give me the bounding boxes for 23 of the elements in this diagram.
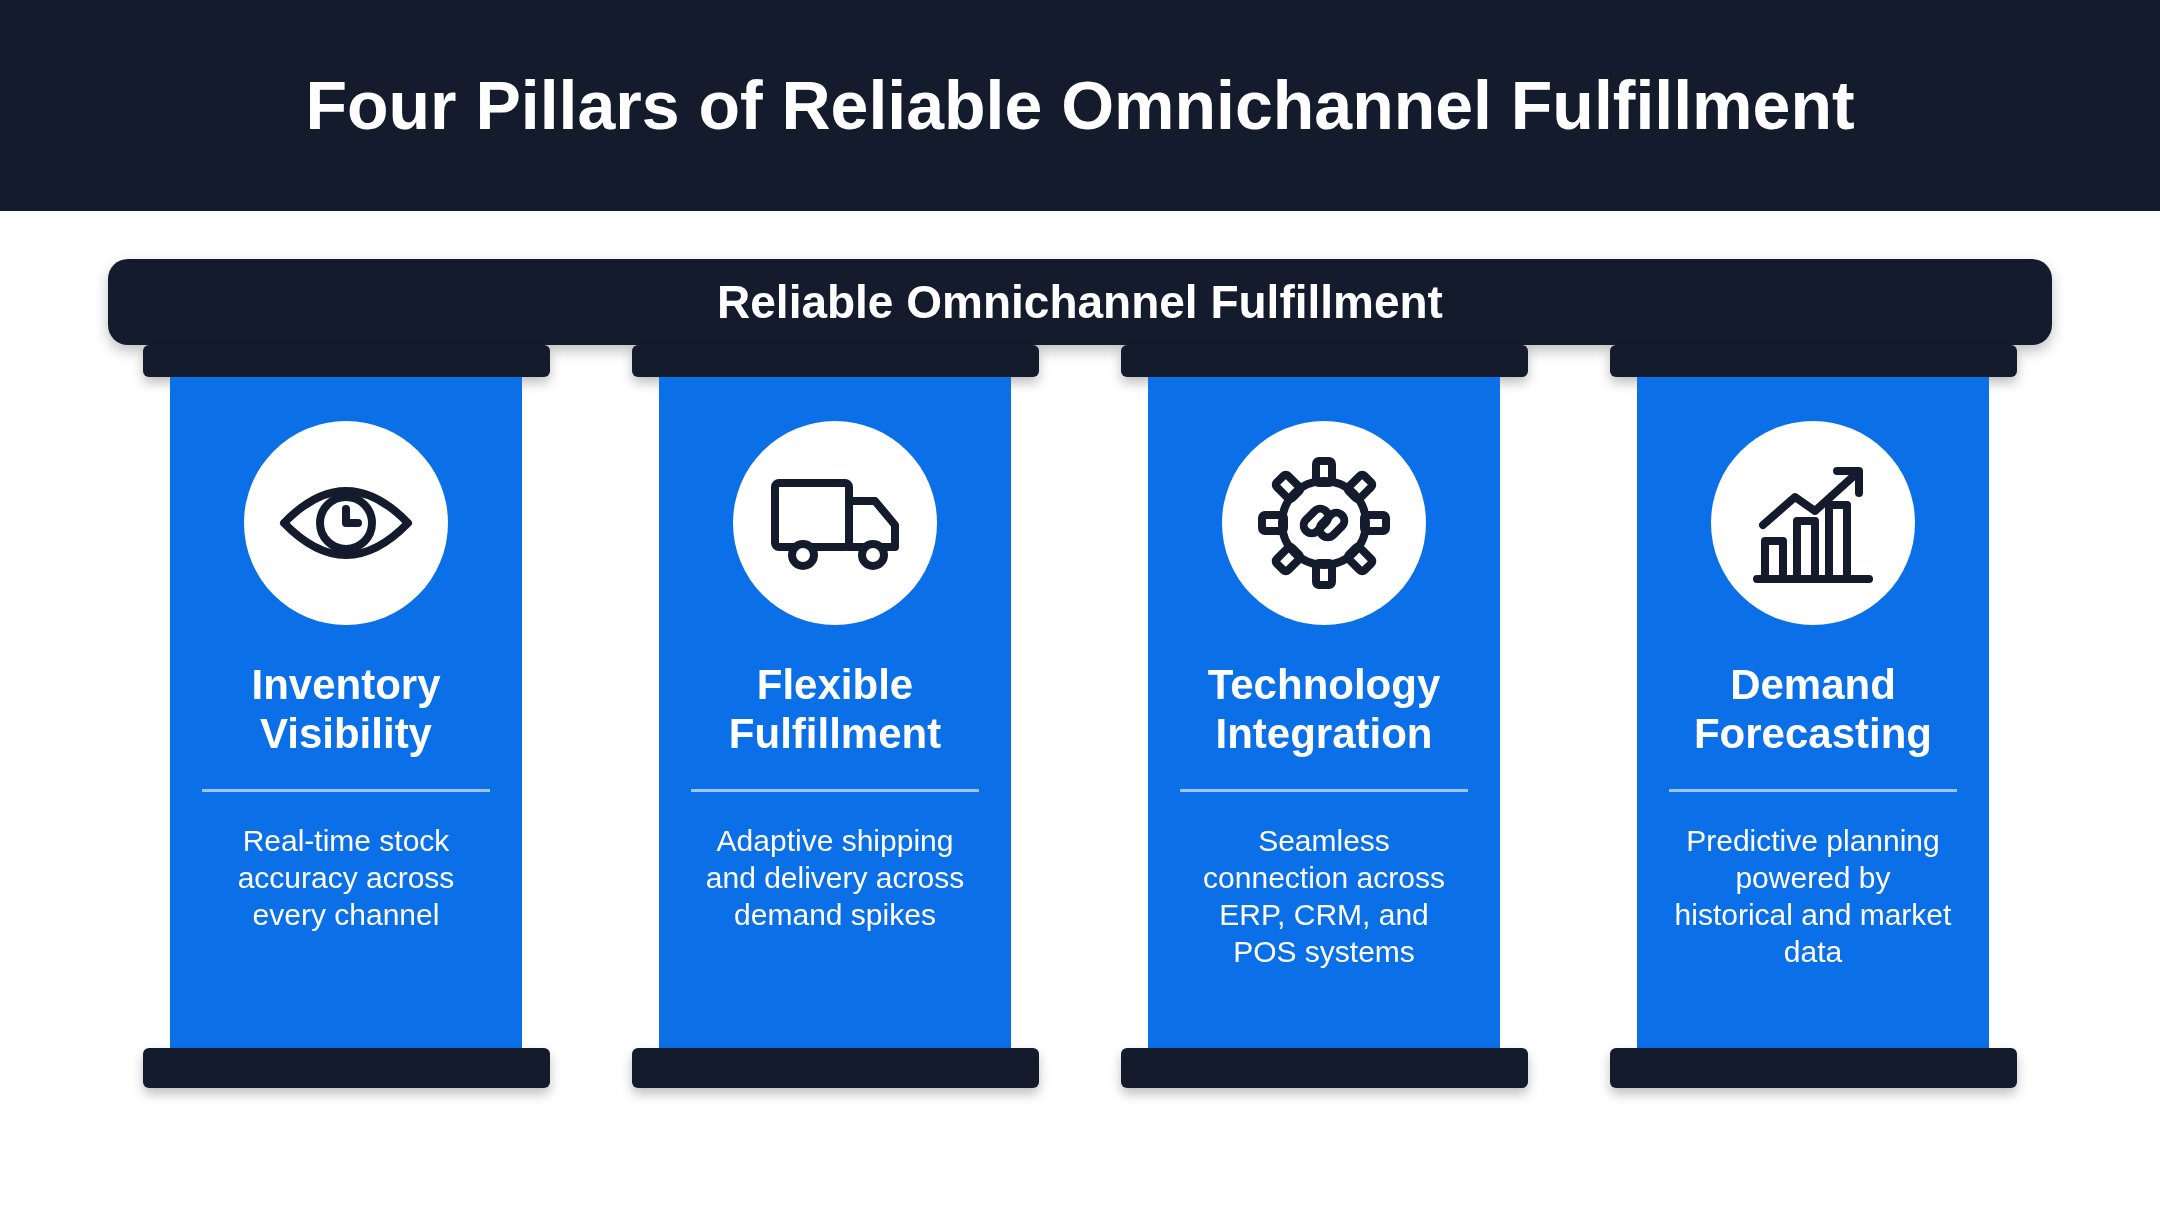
roof-title: Reliable Omnichannel Fulfillment [717,275,1443,329]
pillar-heading: Flexible Fulfillment [727,660,943,758]
pillar [659,377,1011,1048]
pillar-base [143,1048,550,1088]
pillar [1148,377,1500,1048]
pillar-base [632,1048,1039,1088]
roof-band [108,259,2052,345]
pillar [1637,377,1989,1048]
pillar-base [1121,1048,1528,1088]
pillar-capital [143,345,550,377]
title: Four Pillars of Reliable Omnichannel Fulfillment [304,66,1856,145]
pillar-heading: Inventory Visibility [250,660,442,758]
pillar-description: Adaptive shipping and delivery across demand spikes [704,823,966,933]
pillar-description: Seamless connection across ERP, CRM, and POS systems [1202,823,1446,970]
pillar-heading: Demand Forecasting [1692,660,1934,758]
pillar-base [1610,1048,2017,1088]
pillar-capital [1610,345,2017,377]
pillar [170,377,522,1048]
pillar-description: Real-time stock accuracy across every channel [236,823,456,933]
pillar-heading: Technology Integration [1206,660,1442,758]
pillar-capital [1121,345,1528,377]
pillar-capital [632,345,1039,377]
pillar-description: Predictive planning powered by historical and market data [1673,823,1953,970]
